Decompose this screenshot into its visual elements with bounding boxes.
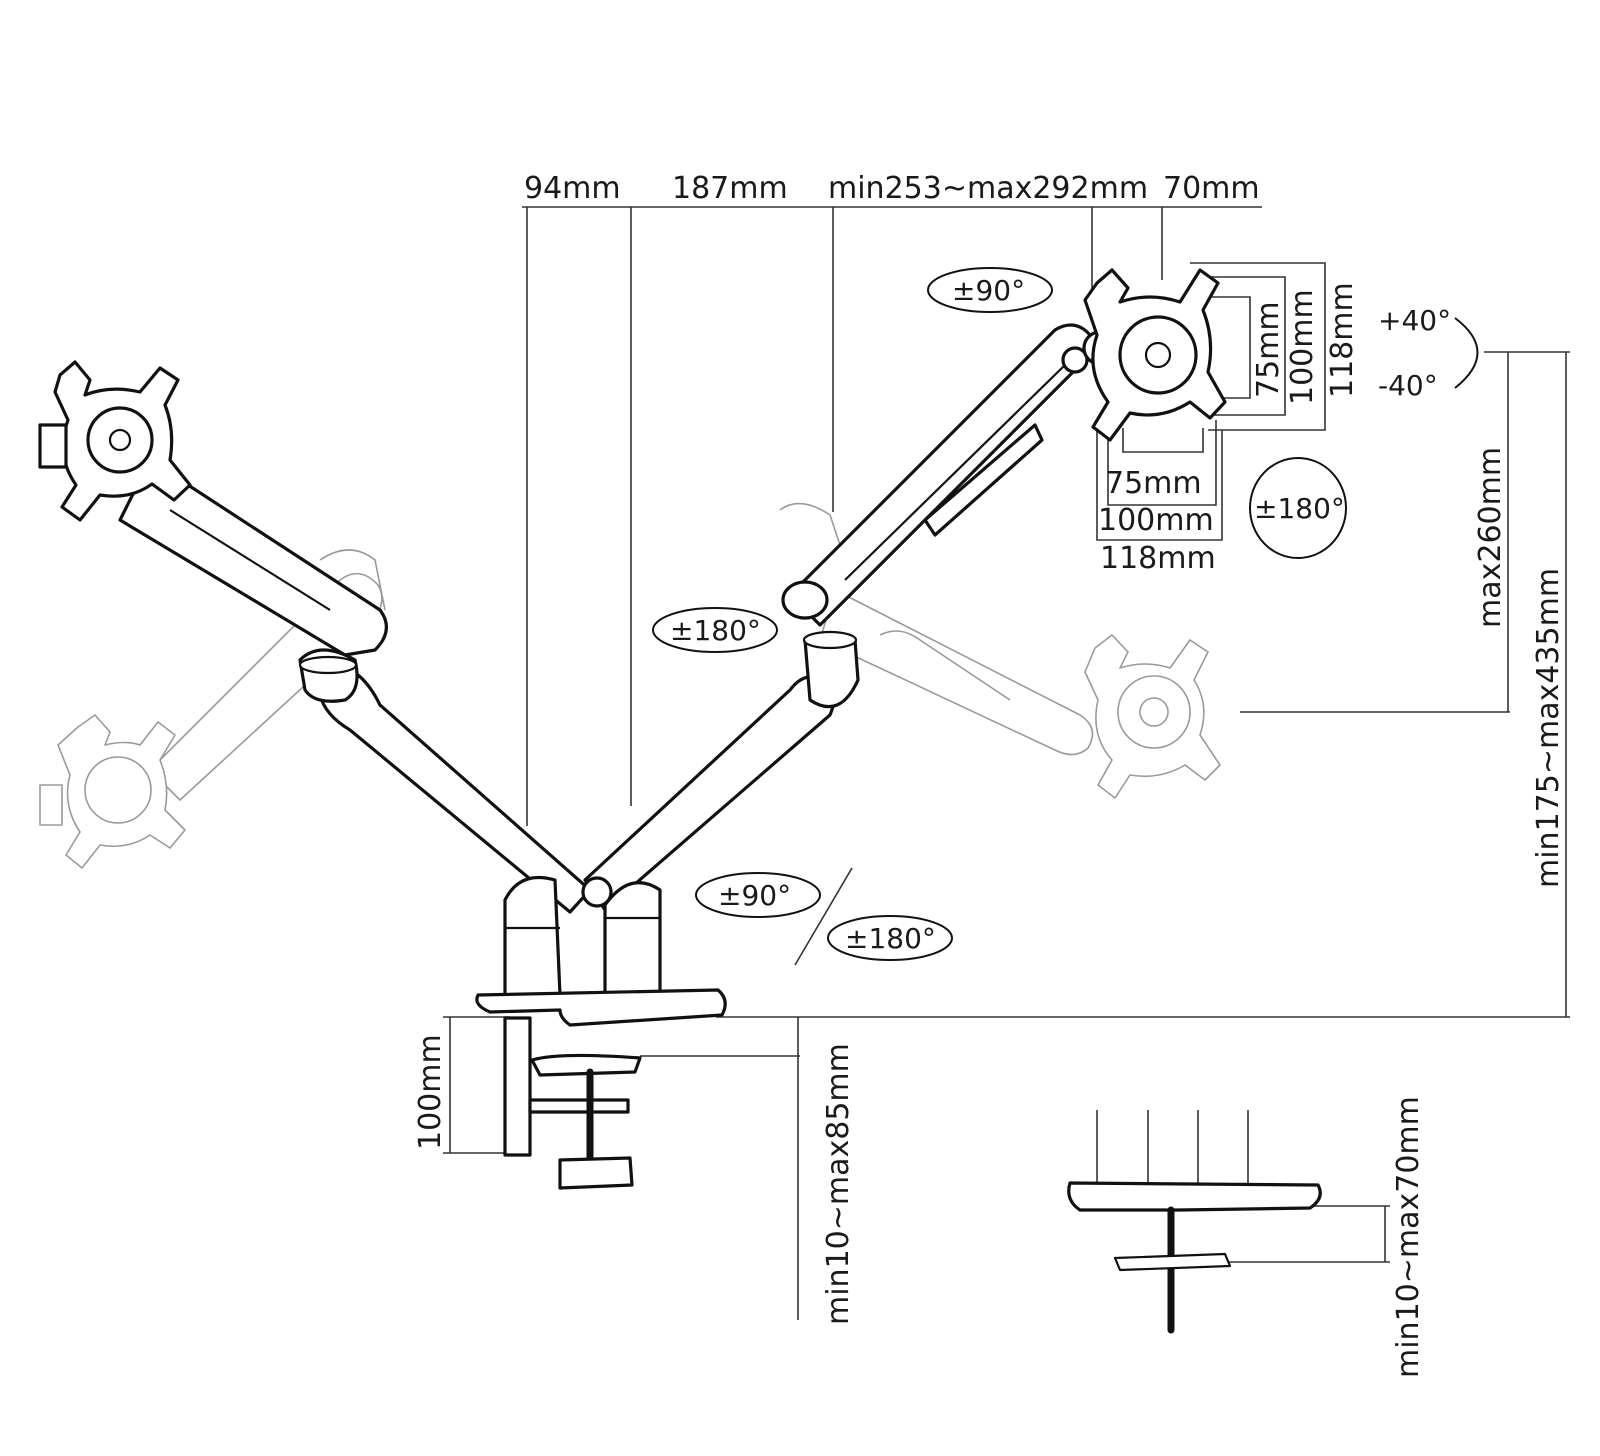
label-vesa-h-75: 75mm bbox=[1105, 466, 1202, 501]
label-tilt-up: +40° bbox=[1378, 304, 1451, 337]
height-dimension-lines bbox=[716, 351, 1570, 1018]
grommet-detail bbox=[1067, 1110, 1322, 1334]
label-clamp-100mm: 100mm bbox=[413, 1034, 448, 1150]
label-clamp-range: min10~max85mm bbox=[821, 1043, 856, 1325]
label-70mm: 70mm bbox=[1163, 171, 1260, 206]
ghost-right-arm bbox=[779, 502, 1221, 799]
right-arm bbox=[583, 268, 1227, 912]
label-height-range: min175~max435mm bbox=[1531, 568, 1566, 888]
left-arm bbox=[38, 360, 592, 914]
label-rotate-90-top: ±90° bbox=[952, 274, 1025, 307]
label-vesa-v-100: 100mm bbox=[1285, 289, 1320, 405]
label-rotate-180-portrait: ±180° bbox=[1254, 492, 1345, 525]
label-vesa-h-100: 100mm bbox=[1098, 503, 1214, 538]
label-rotate-180-elbow: ±180° bbox=[670, 614, 761, 647]
label-vesa-v-75: 75mm bbox=[1251, 301, 1286, 398]
label-arm-length: min253~max292mm bbox=[828, 171, 1148, 206]
label-rotate-180-base: ±180° bbox=[845, 922, 936, 955]
grommet-dimension-lines bbox=[1210, 1205, 1390, 1263]
label-vesa-h-118: 118mm bbox=[1100, 541, 1216, 576]
label-rotate-90-base: ±90° bbox=[718, 879, 791, 912]
label-vesa-v-118: 118mm bbox=[1325, 282, 1360, 398]
label-tilt-down: -40° bbox=[1378, 369, 1438, 402]
label-grommet-range: min10~max70mm bbox=[1391, 1096, 1426, 1378]
label-94mm: 94mm bbox=[524, 171, 621, 206]
label-187mm: 187mm bbox=[672, 171, 788, 206]
top-dimension-lines bbox=[522, 206, 1262, 826]
dimension-labels: 94mm 187mm min253~max292mm 70mm ±90° +40… bbox=[413, 171, 1566, 1378]
rotation-symbols bbox=[652, 267, 1479, 966]
poles-and-base bbox=[475, 875, 727, 1190]
vesa-dimension-lines bbox=[1096, 262, 1326, 541]
label-max260mm: max260mm bbox=[1473, 447, 1508, 628]
